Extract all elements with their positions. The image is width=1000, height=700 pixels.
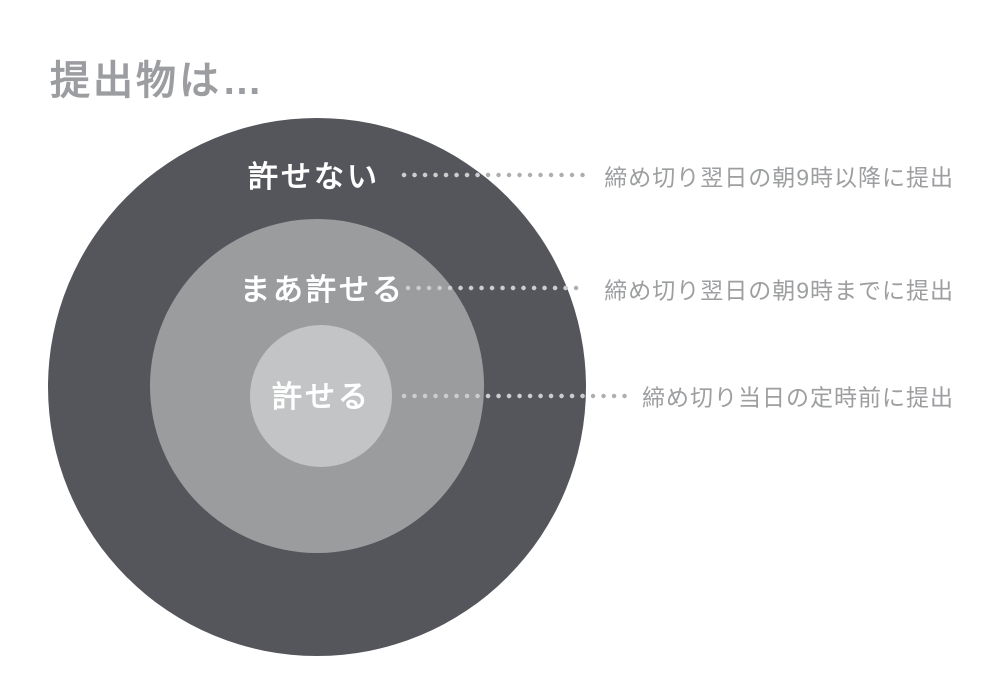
- ring-label-somewhat-forgivable: まあ許せる: [240, 274, 405, 308]
- ring-inner: [250, 325, 392, 467]
- leader-dots-inside: [401, 172, 586, 399]
- annotation-unforgivable: 締め切り翌日の朝9時以降に提出: [604, 164, 954, 191]
- annotation-somewhat-forgivable: 締め切り翌日の朝9時までに提出: [604, 277, 954, 304]
- ring-label-unforgivable: 許せない: [248, 161, 380, 195]
- ring-label-forgivable: 許せる: [272, 381, 371, 415]
- annotation-forgivable: 締め切り当日の定時前に提出: [642, 384, 954, 411]
- page-title: 提出物は…: [50, 59, 265, 103]
